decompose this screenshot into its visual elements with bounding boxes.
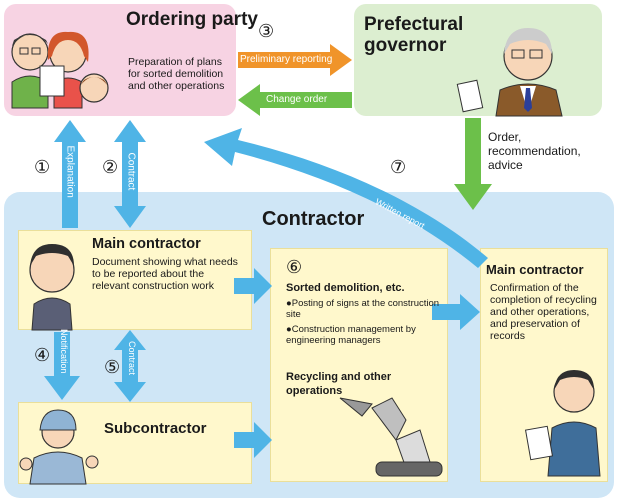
contract-top-arrow bbox=[114, 120, 146, 228]
step-5-number: ⑤ bbox=[104, 357, 121, 377]
preliminary-reporting-arrow bbox=[238, 44, 352, 76]
governor-down-arrow bbox=[454, 118, 492, 210]
main-contractor-right-illustration bbox=[524, 370, 601, 477]
center-bullet-2: ●Construction management by engineering … bbox=[286, 324, 440, 346]
to-right-box-arrow bbox=[432, 294, 480, 330]
contract-bottom-arrow bbox=[114, 330, 146, 402]
main-contractor-left-description: Document showing what needs to be report… bbox=[92, 256, 238, 292]
main-contractor-right-description: Confirmation of the completion of recycl… bbox=[490, 282, 597, 342]
center-recycling: Recycling and other operations bbox=[286, 371, 392, 397]
step-4-number: ④ bbox=[34, 345, 51, 365]
main-contractor-right-title: Main contractor bbox=[486, 262, 584, 277]
governor-actions: Order, recommendation, advice bbox=[488, 130, 581, 172]
step-7-number: ⑦ bbox=[390, 157, 407, 177]
change-order-arrow bbox=[238, 84, 352, 116]
contract-top-label: Contract bbox=[125, 152, 137, 191]
to-center-arrow-lower bbox=[234, 422, 272, 458]
bullet-dot: ● bbox=[286, 324, 292, 335]
bullet-dot: ● bbox=[286, 298, 292, 309]
governor-illustration bbox=[456, 28, 563, 117]
main-contractor-left-illustration bbox=[29, 244, 75, 331]
ordering-party-title: Ordering party bbox=[126, 9, 258, 30]
subcontractor-illustration bbox=[19, 409, 99, 485]
written-report-arrow bbox=[204, 128, 488, 268]
center-bullet-1: ●Posting of signs at the construction si… bbox=[286, 298, 440, 320]
step-2-number: ② bbox=[102, 157, 119, 177]
main-contractor-left-title: Main contractor bbox=[92, 236, 201, 252]
preliminary-reporting-label: Preliminary reporting bbox=[240, 54, 333, 65]
ordering-party-people-illustration bbox=[11, 31, 109, 109]
ordering-party-description: Preparation of plans for sorted demoliti… bbox=[128, 56, 225, 92]
step-1-number: ① bbox=[34, 157, 51, 177]
center-bullet-1-text: Posting of signs at the construction sit… bbox=[286, 298, 440, 320]
notification-arrow bbox=[44, 332, 80, 400]
contractor-title: Contractor bbox=[262, 208, 365, 230]
demolition-machine-illustration bbox=[339, 397, 443, 477]
notification-label: Notification bbox=[59, 329, 69, 374]
step-3-number: ③ bbox=[258, 21, 275, 41]
center-title: Sorted demolition, etc. bbox=[286, 282, 405, 294]
step-6-number: ⑥ bbox=[286, 257, 303, 277]
subcontractor-title: Subcontractor bbox=[104, 420, 207, 437]
change-order-label: Change order bbox=[266, 94, 328, 105]
prefectural-governor-title: Prefectural governor bbox=[364, 14, 464, 56]
to-center-arrow-upper bbox=[234, 268, 272, 304]
explanation-arrow bbox=[54, 120, 86, 228]
explanation-label: Explanation bbox=[64, 145, 76, 198]
center-bullet-2-text: Construction management by engineering m… bbox=[286, 324, 416, 346]
contract-bottom-label: Contract bbox=[127, 341, 137, 376]
